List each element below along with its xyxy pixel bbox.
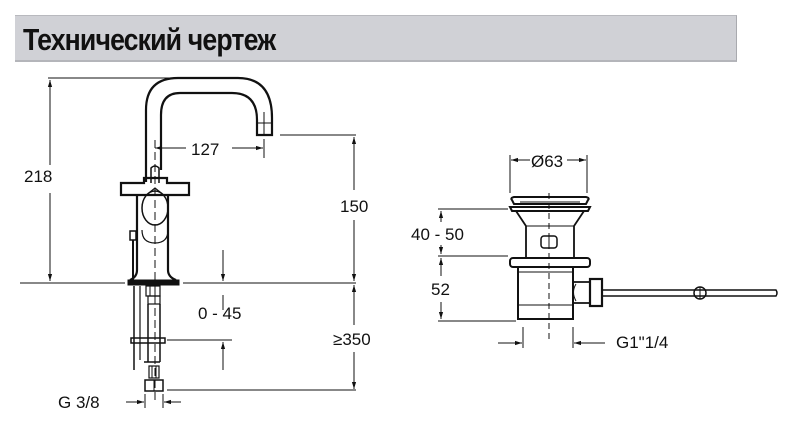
thread-label: G1"1/4	[616, 333, 668, 352]
hose-length-label: ≥350	[333, 330, 371, 349]
header-bar: Технический чертеж	[15, 15, 737, 62]
deck-thickness-label: 0 - 45	[198, 304, 241, 323]
spout-reach-label: 127	[191, 140, 219, 159]
body-height-label: 52	[431, 280, 450, 299]
faucet-dimensions	[20, 77, 357, 408]
page-title: Технический чертеж	[23, 22, 276, 57]
connection-label: G 3/8	[58, 393, 100, 412]
spout-height-label: 150	[340, 197, 368, 216]
drain-drawing	[508, 193, 778, 340]
drain-dimensions	[438, 155, 605, 348]
faucet-drawing	[119, 76, 274, 400]
total-height-label: 218	[24, 167, 52, 186]
drain-diameter-label: Ø63	[531, 152, 563, 171]
adjustable-height-label: 40 - 50	[411, 225, 464, 244]
